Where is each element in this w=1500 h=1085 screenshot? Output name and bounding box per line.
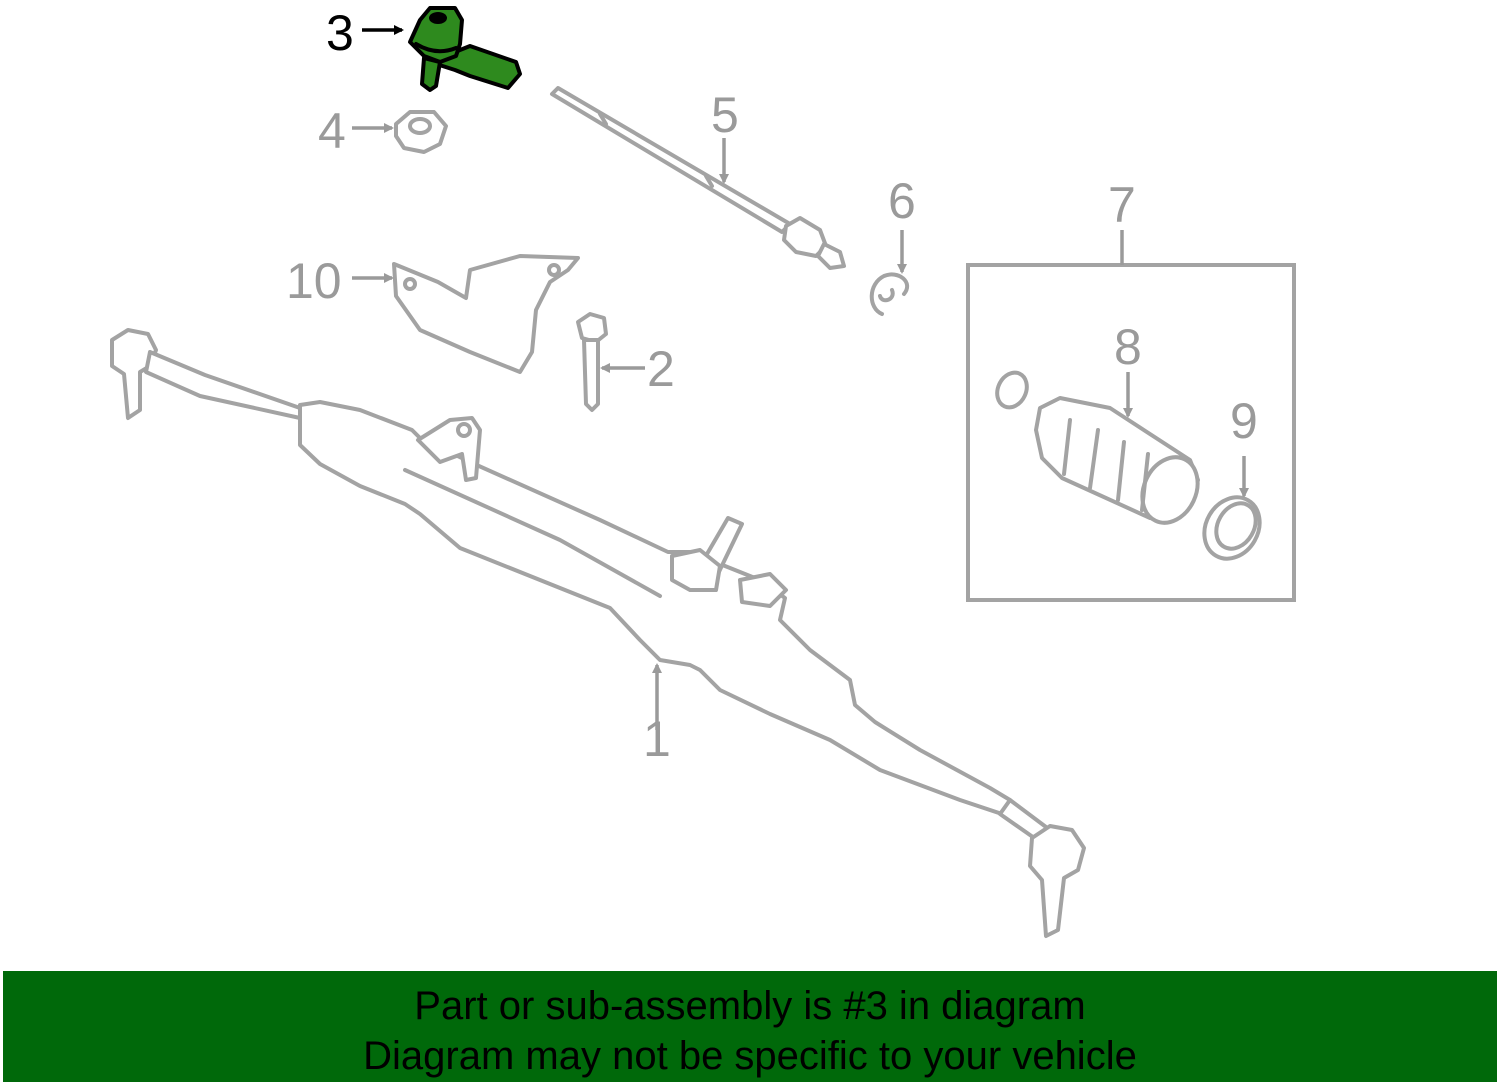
callout-4: 4	[318, 103, 346, 159]
boot-part-8: 8	[995, 319, 1200, 525]
steering-rack-part-1: 1	[110, 328, 1086, 938]
banner-line-part-number: Part or sub-assembly is #3 in diagram	[414, 984, 1086, 1028]
callout-5: 5	[711, 87, 739, 143]
info-banner: Part or sub-assembly is #3 in diagram Di…	[3, 971, 1497, 1082]
boot-kit-part-7: 7	[966, 177, 1296, 602]
callout-1: 1	[643, 711, 671, 767]
heat-shield-part-10: 10	[286, 253, 580, 374]
bolt-part-2: 2	[576, 312, 675, 412]
inner-tie-rod-part-5: 5	[550, 86, 846, 270]
callout-9: 9	[1230, 393, 1258, 449]
callout-7: 7	[1108, 177, 1136, 233]
callout-2: 2	[647, 341, 675, 397]
steering-rack-diagram: 1 2 3 4 5 6	[110, 5, 1296, 938]
tie-rod-end-part-3: 3	[326, 5, 522, 92]
callout-3: 3	[326, 5, 354, 61]
nut-part-4: 4	[318, 103, 448, 159]
callout-6: 6	[888, 173, 916, 229]
clamp-part-9: 9	[1202, 393, 1262, 561]
callout-10: 10	[286, 253, 342, 309]
callout-8: 8	[1114, 319, 1142, 375]
banner-line-disclaimer: Diagram may not be specific to your vehi…	[363, 1034, 1137, 1078]
snap-ring-part-6: 6	[869, 173, 916, 316]
